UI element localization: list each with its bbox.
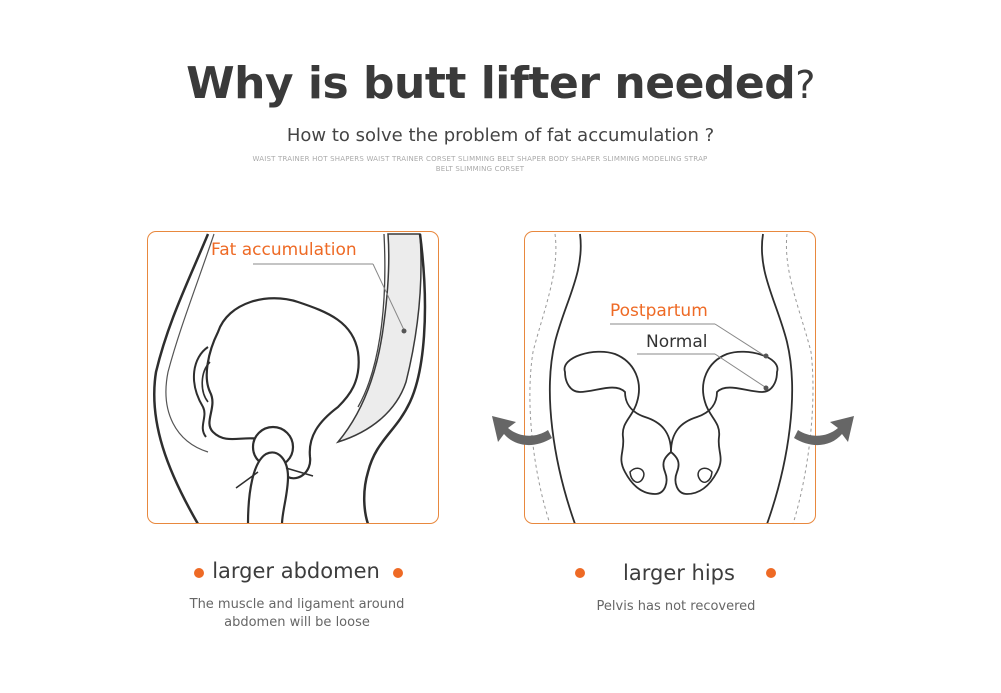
normal-label: Normal: [646, 332, 708, 352]
caption-bullet-left-2: [393, 568, 403, 578]
right-postpartum-contour: [786, 234, 813, 524]
caption-bullet-right-1: [575, 568, 585, 578]
title-question-mark: ?: [795, 63, 815, 107]
right-expand-arrow-icon: [790, 408, 860, 458]
back-inner-line: [166, 234, 214, 452]
back-contour: [154, 234, 208, 524]
right-hip-bone: [671, 352, 777, 494]
hips-illustration-panel: Postpartum Normal: [524, 231, 816, 524]
left-hip-bone: [565, 352, 671, 494]
abdomen-illustration-panel: Fat accumulation: [147, 231, 439, 524]
larger-hips-caption: larger hips: [590, 561, 768, 585]
abdomen-description: The muscle and ligament around abdomen w…: [180, 596, 414, 632]
hips-description: Pelvis has not recovered: [566, 598, 786, 616]
page-title: Why is butt lifter needed?: [0, 58, 1001, 109]
left-postpartum-contour: [530, 234, 556, 524]
side-body-pelvis-drawing: Fat accumulation: [148, 232, 439, 524]
front-pelvis-drawing: Postpartum Normal: [525, 232, 816, 524]
postpartum-callout-dot: [764, 354, 769, 359]
caption-bullet-left-1: [194, 568, 204, 578]
femur-shaft: [248, 452, 288, 524]
caption-bullet-right-2: [766, 568, 776, 578]
callout-dot: [402, 329, 407, 334]
fat-accumulation-label: Fat accumulation: [211, 240, 357, 260]
left-expand-arrow-icon: [486, 408, 556, 458]
postpartum-label: Postpartum: [610, 301, 708, 321]
sacrum-outline: [194, 347, 208, 437]
page-subtitle: How to solve the problem of fat accumula…: [0, 125, 1001, 146]
normal-callout-dot: [764, 386, 769, 391]
title-text: Why is butt lifter needed: [186, 58, 795, 109]
keyword-text: WAIST TRAINER HOT SHAPERS WAIST TRAINER …: [250, 154, 710, 174]
larger-abdomen-caption: larger abdomen: [206, 559, 386, 583]
